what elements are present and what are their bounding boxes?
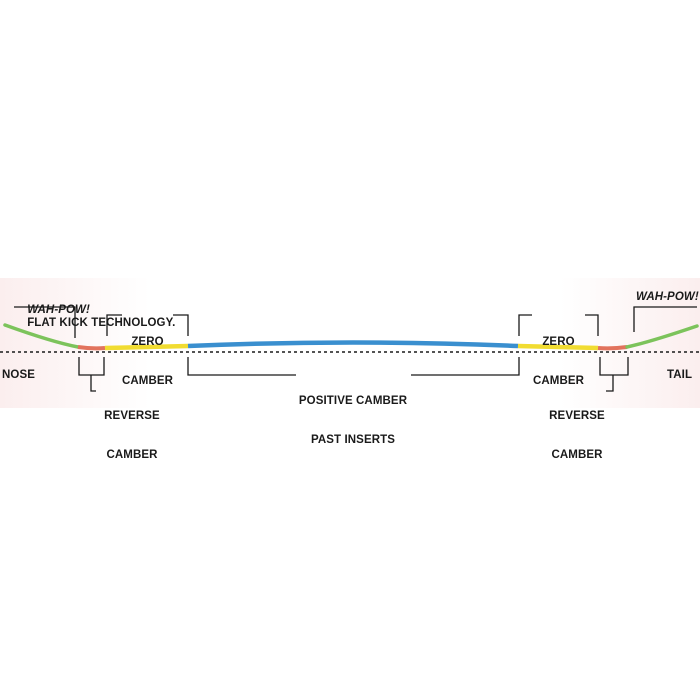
tail-label: TAIL <box>667 369 693 381</box>
reverse-camber-right-line1: REVERSE <box>549 410 605 422</box>
positive-camber-bracket <box>187 357 520 376</box>
positive-camber-line1: POSITIVE CAMBER <box>298 395 408 407</box>
board-positive-camber <box>187 340 519 349</box>
reverse-camber-right-label: REVERSE CAMBER <box>543 384 611 488</box>
nose-label: NOSE <box>2 369 35 381</box>
reverse-camber-left-line1: REVERSE <box>104 410 160 422</box>
board-reverse-camber-nose <box>77 345 106 351</box>
zero-camber-left-line2: CAMBER <box>121 375 174 387</box>
board-zero-camber-nose <box>104 343 189 351</box>
zero-camber-left-label: ZERO CAMBER <box>120 310 175 414</box>
flat-kick-callout: WAH-POW! FLAT KICK TECHNOLOGY. <box>14 291 175 343</box>
reverse-camber-left-bracket <box>78 357 105 392</box>
wah-pow-nose-leader <box>14 306 76 338</box>
zero-camber-right-bracket <box>518 314 599 336</box>
zero-camber-left-line1: ZERO <box>131 336 164 348</box>
reverse-camber-right-bracket <box>599 357 629 392</box>
zero-camber-right-line1: ZERO <box>542 336 575 348</box>
board-flat-kick-tail <box>625 324 699 349</box>
positive-camber-label: POSITIVE CAMBER PAST INSERTS <box>283 369 423 473</box>
board-zero-camber-tail <box>517 343 599 351</box>
zero-camber-left-bracket <box>106 314 189 336</box>
zero-camber-right-label: ZERO CAMBER <box>530 310 587 414</box>
wah-pow-nose-label: WAH-POW! <box>27 304 90 316</box>
positive-camber-line2: PAST INSERTS <box>310 434 396 446</box>
wah-pow-tail-leader <box>633 306 697 332</box>
flat-kick-technology-label: FLAT KICK TECHNOLOGY. <box>27 317 176 329</box>
zero-camber-right-line2: CAMBER <box>532 375 585 387</box>
reverse-camber-left-label: REVERSE CAMBER <box>98 384 166 488</box>
reverse-camber-left-line2: CAMBER <box>106 449 158 461</box>
board-reverse-camber-tail <box>597 345 628 351</box>
reverse-camber-right-line2: CAMBER <box>551 449 603 461</box>
board-flat-kick-nose <box>3 323 80 349</box>
wah-pow-tail-label: WAH-POW! <box>636 291 699 303</box>
